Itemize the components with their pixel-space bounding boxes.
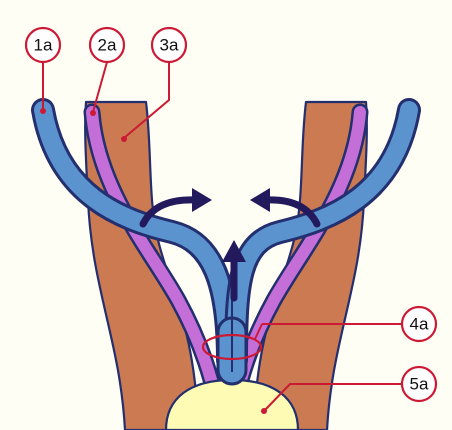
label-4a-text: 4a — [410, 315, 429, 334]
label-2a: 2a — [90, 28, 124, 62]
label-3a: 3a — [152, 28, 186, 62]
label-4a: 4a — [402, 307, 436, 341]
label-5a-text: 5a — [410, 375, 429, 394]
label-1a-text: 1a — [34, 36, 53, 55]
label-2a-text: 2a — [98, 36, 117, 55]
label-3a-text: 3a — [160, 36, 179, 55]
label-1a: 1a — [26, 28, 60, 62]
label-5a: 5a — [402, 367, 436, 401]
